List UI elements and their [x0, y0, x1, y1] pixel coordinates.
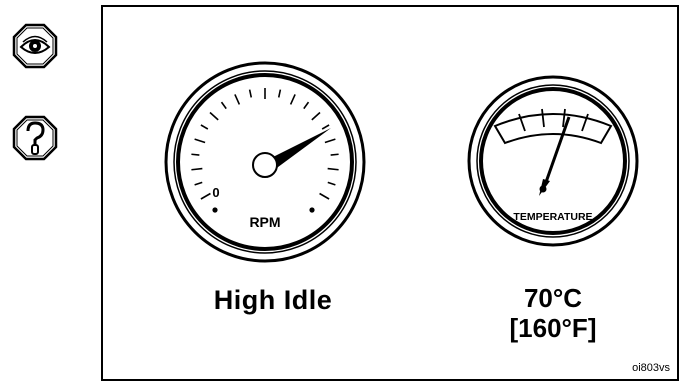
- rpm-tick: [289, 94, 296, 105]
- rpm-tick: [248, 89, 253, 98]
- temperature-caption: 70°C [160°F]: [463, 283, 643, 343]
- rpm-tick: [209, 111, 219, 121]
- rpm-tick: [234, 94, 241, 105]
- rpm-tick: [321, 124, 330, 130]
- rpm-tick: [191, 153, 200, 156]
- rpm-caption: High Idle: [213, 285, 333, 315]
- rpm-tick: [194, 138, 206, 144]
- rpm-tick: [324, 138, 336, 144]
- rpm-tick: [200, 192, 211, 200]
- temperature-scale-band: [493, 113, 613, 145]
- eye-icon: [12, 23, 58, 69]
- rpm-needle-hub: [252, 152, 278, 178]
- rpm-zero-label: 0: [212, 185, 219, 200]
- temperature-gauge: TEMPERATURE: [467, 75, 639, 247]
- rpm-tick: [327, 181, 336, 186]
- rpm-tick: [303, 101, 310, 110]
- rpm-unit-label: RPM: [249, 214, 280, 230]
- figure-frame: 0 RPM TEMPERATURE High Idle 70°C [160°F]…: [101, 5, 679, 381]
- rpm-tick: [277, 89, 282, 98]
- figure-reference: oi803vs: [632, 362, 670, 374]
- temperature-fahrenheit: [160°F]: [509, 313, 597, 343]
- rpm-tick: [191, 167, 203, 171]
- rpm-needle: [273, 128, 331, 170]
- rpm-gauge: 0 RPM: [164, 61, 366, 263]
- temperature-celsius: 70°C: [523, 283, 583, 313]
- temperature-needle: [543, 116, 571, 186]
- rpm-tick: [194, 181, 203, 186]
- rpm-tick: [327, 167, 339, 171]
- help-icon: [12, 115, 58, 161]
- rpm-dot-right: [309, 207, 315, 213]
- rpm-tick: [220, 101, 227, 110]
- rpm-tick: [311, 111, 321, 121]
- rpm-tick-marks: [191, 88, 339, 200]
- temperature-label: TEMPERATURE: [513, 211, 592, 223]
- rpm-tick: [319, 192, 330, 200]
- gauges-illustration: 0 RPM TEMPERATURE: [164, 61, 639, 263]
- rpm-tick: [330, 153, 339, 156]
- rpm-dot-left: [212, 207, 218, 213]
- rpm-tick: [200, 124, 209, 130]
